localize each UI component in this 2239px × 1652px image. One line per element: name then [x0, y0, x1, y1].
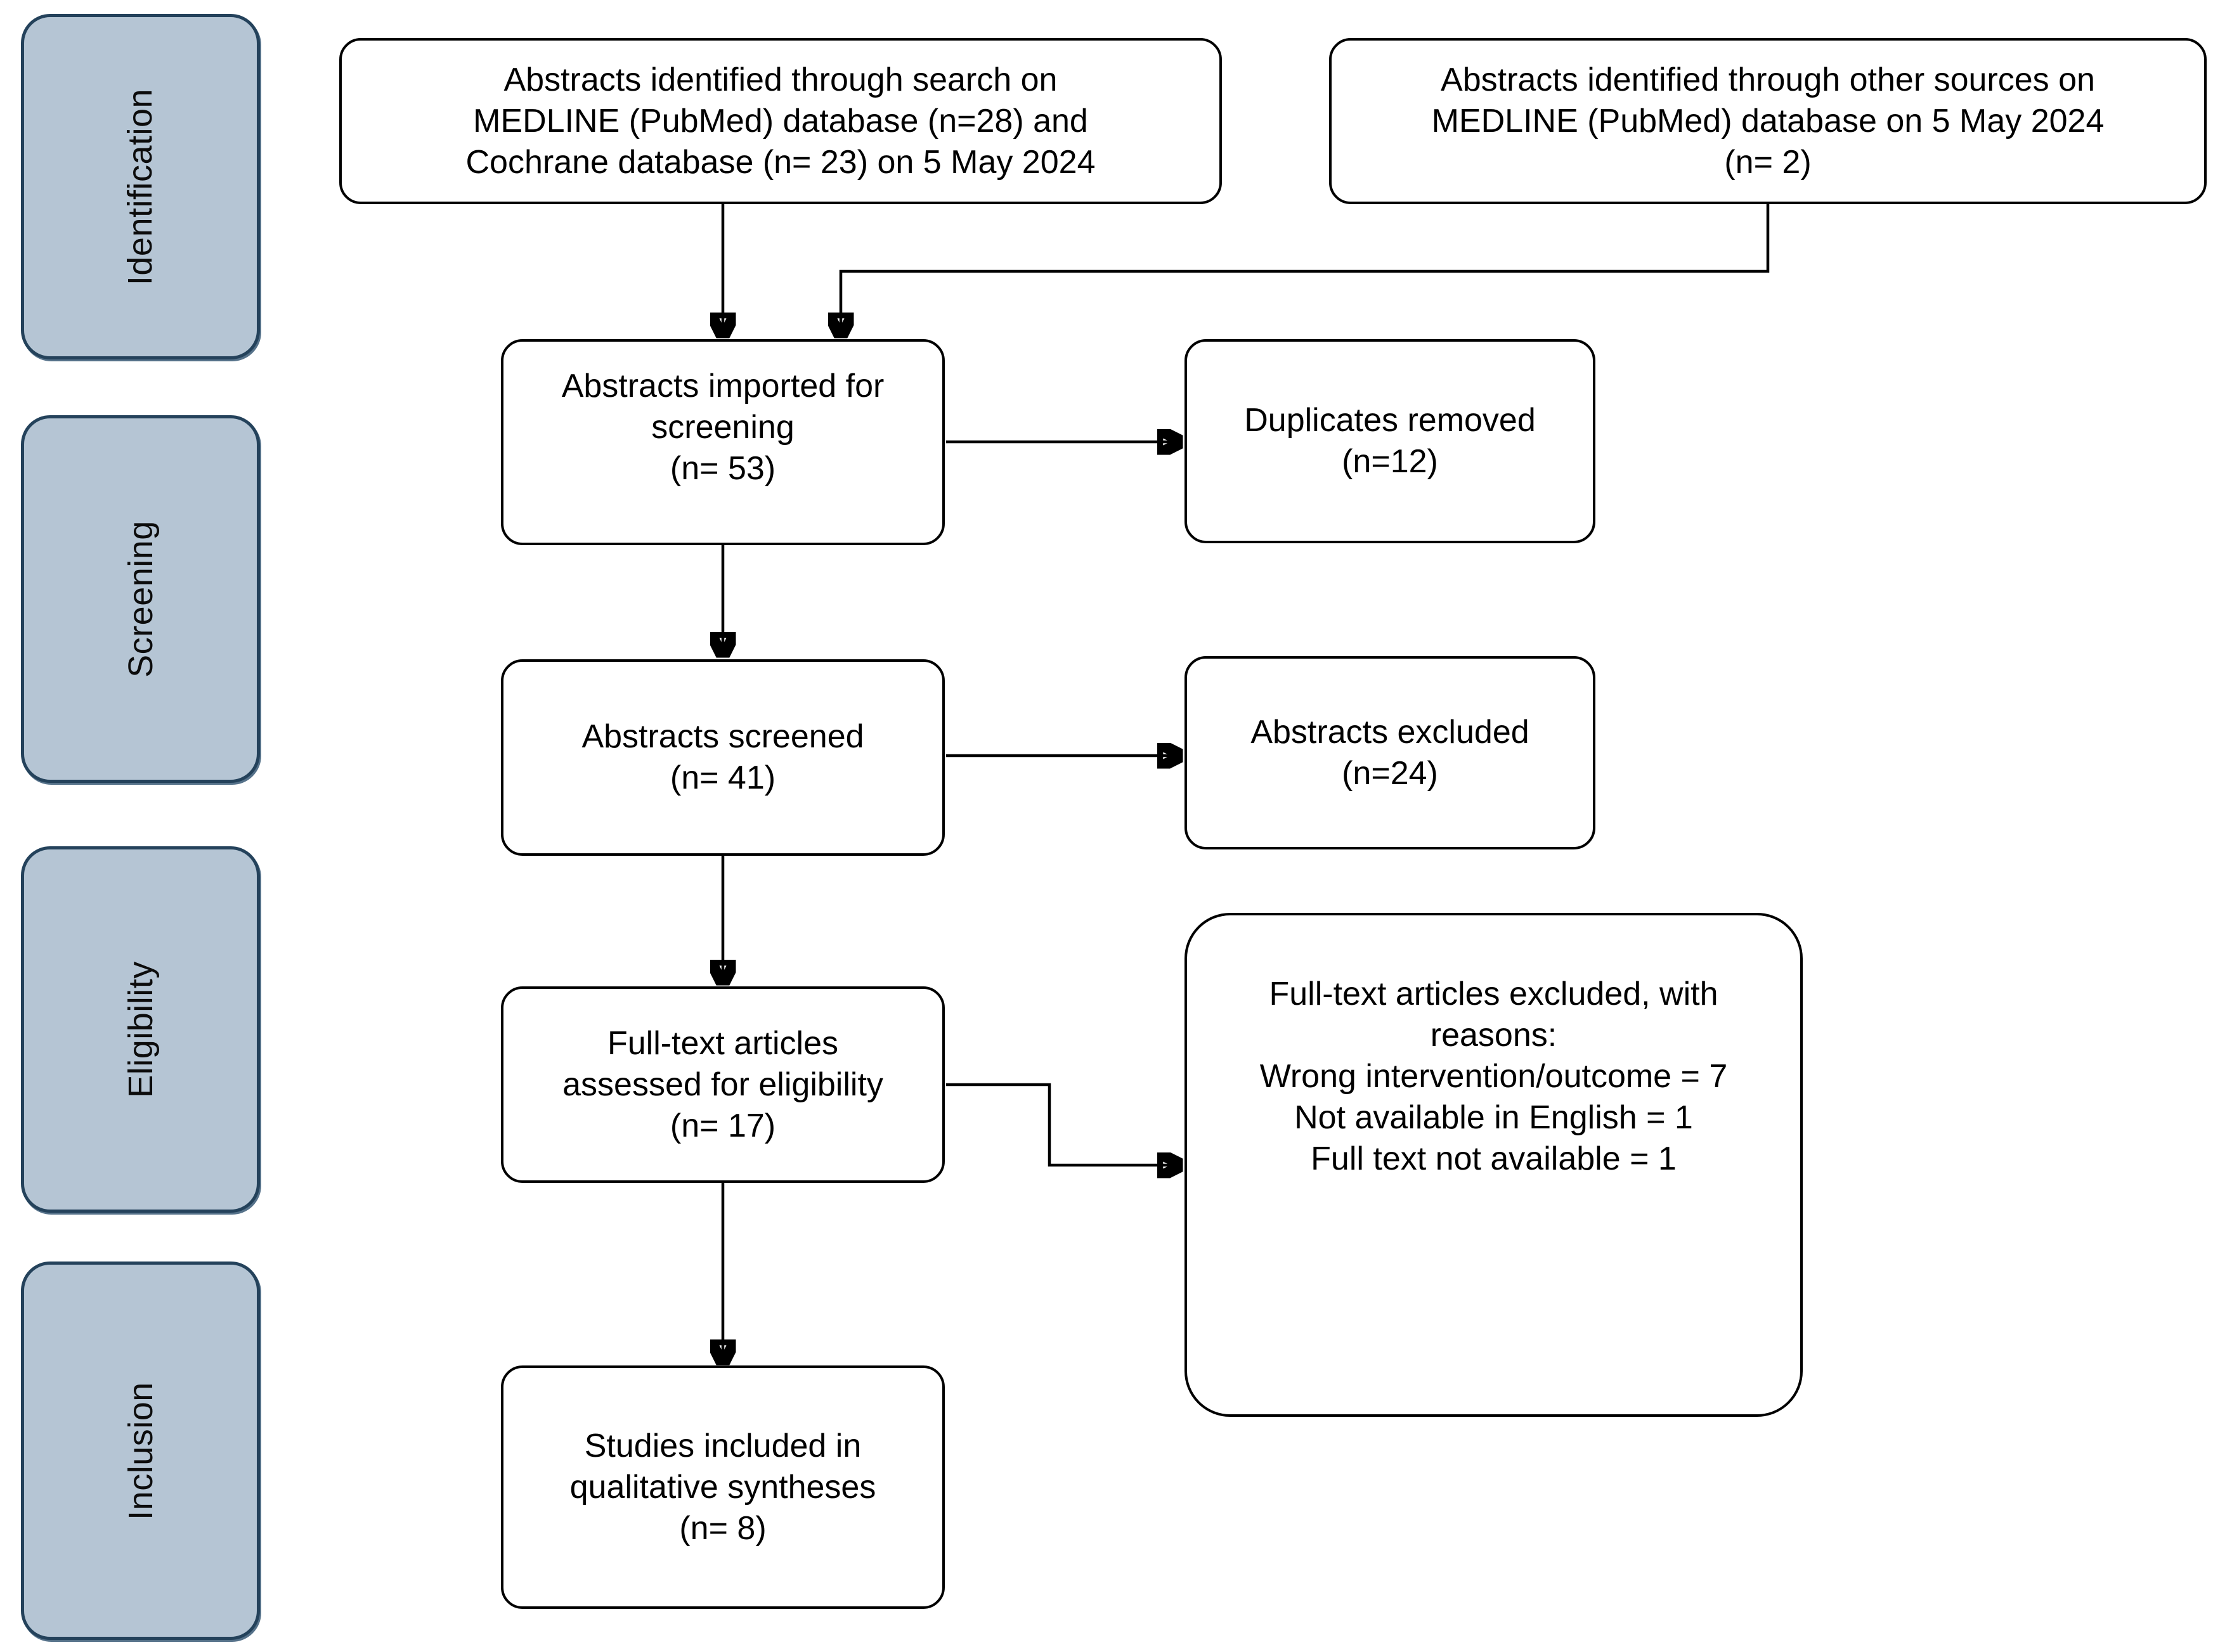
box-fulltext-assessed: Full-text articles assessed for eligibil… [501, 986, 945, 1183]
box-identified-search-text: Abstracts identified through search on M… [465, 61, 1096, 181]
box-abstracts-imported-text: Abstracts imported for screening (n= 53) [561, 368, 885, 487]
box-duplicates-removed: Duplicates removed (n=12) [1184, 339, 1595, 543]
box-abstracts-imported: Abstracts imported for screening (n= 53) [501, 339, 945, 545]
box-abstracts-screened-text: Abstracts screened (n= 41) [581, 718, 864, 796]
box-studies-included-text: Studies included in qualitative synthese… [569, 1427, 876, 1547]
stage-screening-label: Screening [121, 520, 160, 678]
box-identified-other-sources: Abstracts identified through other sourc… [1329, 38, 2207, 204]
box-abstracts-screened: Abstracts screened (n= 41) [501, 659, 945, 856]
box-duplicates-removed-text: Duplicates removed (n=12) [1244, 402, 1536, 480]
box-studies-included: Studies included in qualitative synthese… [501, 1365, 945, 1609]
arrow-fulltext-to-excluded-reasons [946, 1083, 1179, 1165]
stage-screening: Screening [21, 415, 260, 783]
box-identified-other-sources-text: Abstracts identified through other sourc… [1431, 61, 2105, 181]
stage-eligibility: Eligibility [21, 846, 260, 1213]
box-identified-search: Abstracts identified through search on M… [339, 38, 1222, 204]
arrow-other-sources-to-imported [841, 204, 1770, 335]
stage-inclusion-label: Inclusion [121, 1381, 160, 1520]
box-fulltext-excluded-reasons: Full-text articles excluded, with reason… [1184, 913, 1803, 1417]
box-abstracts-excluded: Abstracts excluded (n=24) [1184, 656, 1595, 849]
stage-identification-label: Identification [121, 88, 160, 285]
stage-identification: Identification [21, 14, 260, 359]
stage-eligibility-label: Eligibility [121, 961, 160, 1098]
box-fulltext-assessed-text: Full-text articles assessed for eligibil… [562, 1024, 883, 1144]
box-abstracts-excluded-text: Abstracts excluded (n=24) [1250, 713, 1529, 792]
stage-inclusion: Inclusion [21, 1262, 260, 1640]
box-fulltext-excluded-reasons-text: Full-text articles excluded, with reason… [1259, 976, 1728, 1177]
